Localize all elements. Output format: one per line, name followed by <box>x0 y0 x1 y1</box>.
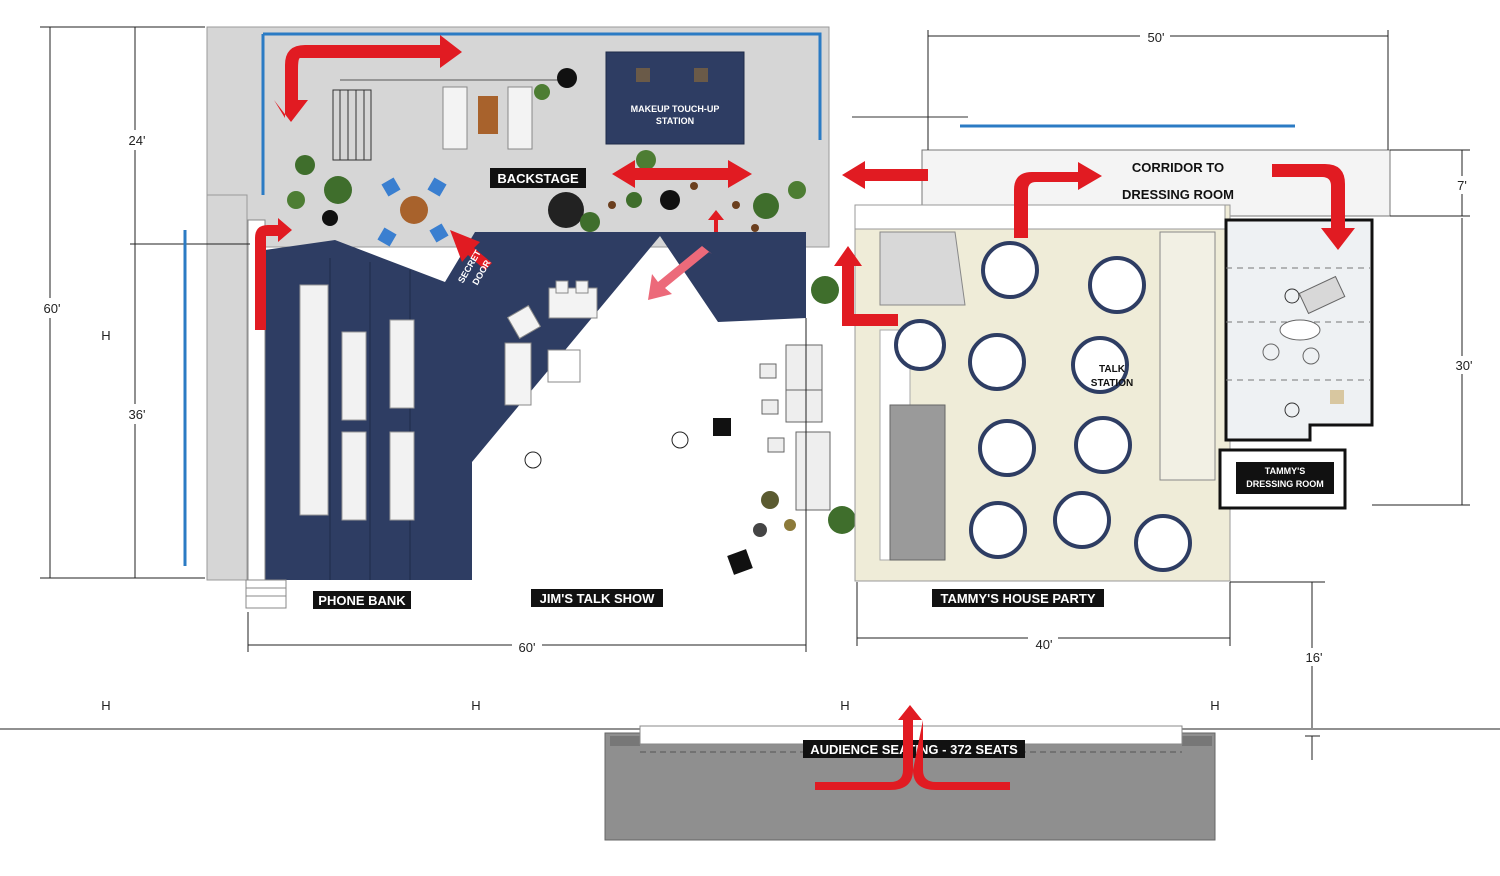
backstage-lounge <box>442 86 533 150</box>
phone-bank-area <box>245 219 806 609</box>
tammys-house-party-area: TALK STATION <box>854 204 1231 582</box>
makeup-station: MAKEUP TOUCH-UP STATION <box>605 51 745 145</box>
dim-left-width: 60' <box>519 640 536 655</box>
stage-stairs <box>245 579 287 609</box>
tammys-dressing-room: TAMMY'S DRESSING ROOM <box>1218 218 1374 510</box>
backstage-area: MAKEUP TOUCH-UP STATION <box>206 26 830 581</box>
dim-party-width: 40' <box>1036 637 1053 652</box>
entrance-label-1: ENTRANCE <box>625 304 675 314</box>
jims-talk-show-label: JIM'S TALK SHOW <box>540 591 656 606</box>
arrow-audience-entrance <box>815 705 1010 790</box>
dim-setback: 16' <box>1306 650 1323 665</box>
dim-corridor-depth: 7' <box>1457 178 1467 193</box>
plant <box>811 276 839 304</box>
audience-chairs <box>759 344 831 511</box>
column-marker: H <box>840 698 849 713</box>
phone-bank-label: PHONE BANK <box>318 593 406 608</box>
column-marker: H <box>1210 698 1219 713</box>
jims-talk-show-area <box>504 276 856 575</box>
dressing-room-label-1: TAMMY'S <box>1265 466 1305 476</box>
arrow-phone-bank-up <box>255 218 292 330</box>
talk-station-label-2: STATION <box>1091 378 1133 389</box>
dim-backstage-depth: 24' <box>129 133 146 148</box>
dim-stage-depth: 36' <box>129 407 146 422</box>
makeup-label-1: MAKEUP TOUCH-UP <box>631 104 720 114</box>
arrow-party-up <box>834 246 898 326</box>
arrow-secret-door <box>450 230 492 270</box>
backstage-plants <box>287 68 806 232</box>
entrance-label-2: TO TALK SHOW <box>624 316 693 326</box>
camera-equipment <box>524 418 796 575</box>
plant <box>828 506 856 534</box>
corridor-label-2: DRESSING ROOM <box>1122 187 1234 202</box>
corridor-label-1: CORRIDOR TO <box>1132 160 1224 175</box>
arrow-small-up <box>708 210 724 232</box>
column-marker: H <box>101 698 110 713</box>
backstage-label: BACKSTAGE <box>497 171 579 186</box>
column-marker: H <box>471 698 480 713</box>
tammys-house-party-label: TAMMY'S HOUSE PARTY <box>940 591 1095 606</box>
audience-seating-area: AUDIENCE SEATING - 372 SEATS <box>0 725 1500 841</box>
arrow-backstage-double <box>612 160 752 188</box>
column-marker: H <box>101 328 110 343</box>
arrow-entrance-talk-show <box>648 246 712 300</box>
dim-total-height: 60' <box>44 301 61 316</box>
dim-top-width: 50' <box>1148 30 1165 45</box>
arrow-backstage-loop <box>274 35 462 122</box>
backstage-seating <box>377 177 449 247</box>
backstage-label-box <box>490 168 586 188</box>
clothing-rack <box>332 89 372 161</box>
dressing-room-label-2: DRESSING ROOM <box>1246 479 1324 489</box>
makeup-label-2: STATION <box>656 116 694 126</box>
arrow-corridor-left <box>842 161 928 189</box>
flow-arrows <box>255 35 1355 790</box>
arrow-corridor-down <box>1272 164 1355 250</box>
phone-tables <box>299 284 415 521</box>
dimension-lines: 60' 24' 36' 60' 50' 7' 30' <box>38 26 1478 760</box>
party-tables <box>894 241 1192 572</box>
arrow-corridor-rise <box>1014 162 1102 238</box>
area-name-labels: PHONE BANK JIM'S TALK SHOW TAMMY'S HOUSE… <box>313 589 1104 609</box>
audience-label: AUDIENCE SEATING - 372 SEATS <box>810 742 1018 757</box>
dim-right-depth: 30' <box>1456 358 1473 373</box>
column-markers: H H H H H <box>101 328 1219 713</box>
talk-station-label-1: TALK <box>1099 364 1126 375</box>
